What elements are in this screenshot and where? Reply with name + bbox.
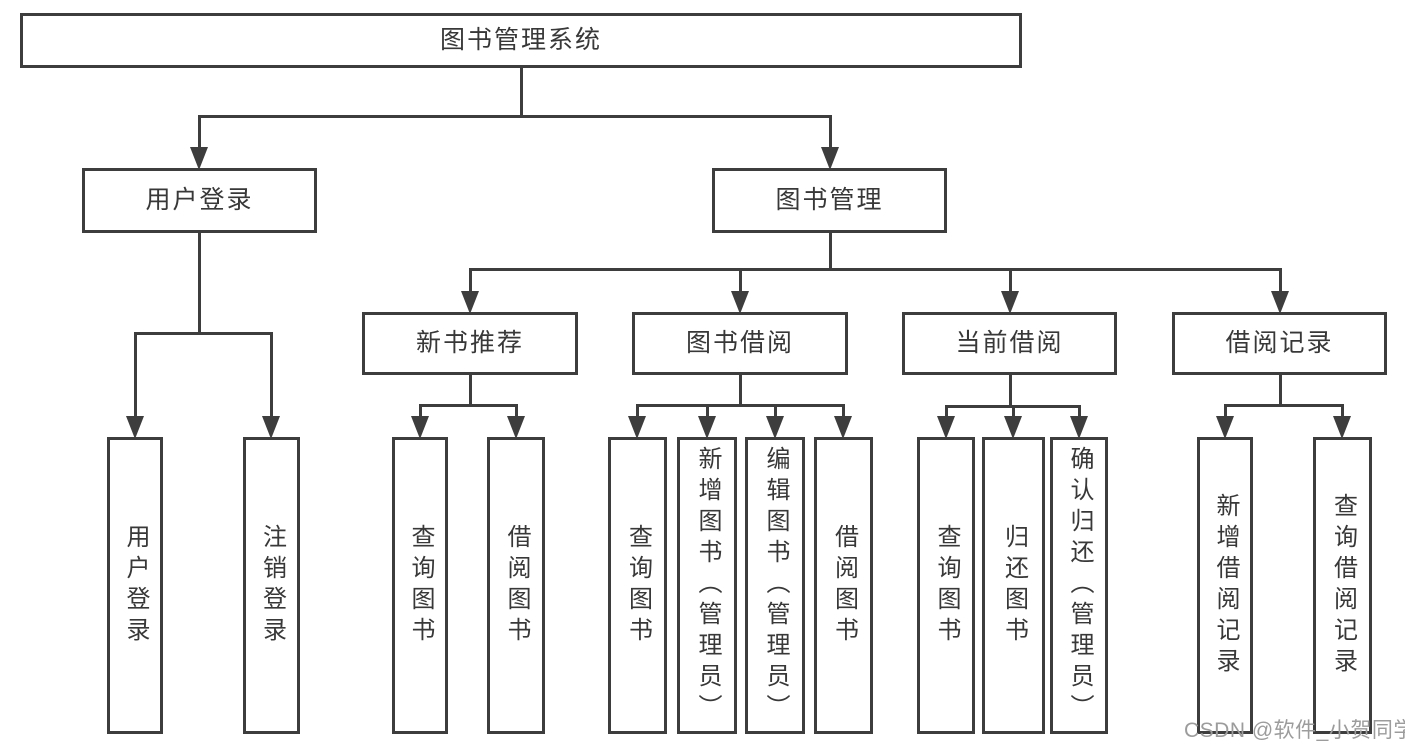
node-label: 借阅图书 — [830, 523, 858, 648]
node-label: 用户登录 — [122, 523, 149, 648]
connector-line — [828, 115, 832, 150]
connector-line — [1223, 404, 1227, 419]
node-user-login-leaf: 用户登录 — [107, 437, 163, 734]
node-new-book-recommend: 新书推荐 — [362, 312, 578, 375]
node-label: 查询图书 — [407, 523, 434, 648]
arrowhead-icon — [766, 416, 784, 439]
node-br-add-record: 新增借阅记录 — [1197, 437, 1253, 734]
connector-line — [269, 332, 273, 419]
arrowhead-icon — [1333, 416, 1351, 439]
connector-line — [197, 115, 201, 150]
connector-line — [705, 404, 709, 419]
connector-line — [133, 332, 137, 419]
connector-line — [133, 332, 273, 335]
arrowhead-icon — [461, 291, 479, 314]
node-label: 归还图书 — [1000, 523, 1028, 648]
arrowhead-icon — [1004, 416, 1022, 439]
node-book-management: 图书管理 — [712, 168, 947, 233]
connector-line — [418, 404, 518, 407]
arrowhead-icon — [937, 416, 955, 439]
node-nbr-query-books: 查询图书 — [392, 437, 448, 734]
node-label: 查询借阅记录 — [1329, 492, 1357, 679]
arrowhead-icon — [628, 416, 646, 439]
node-root: 图书管理系统 — [20, 13, 1022, 68]
node-label: 注销登录 — [258, 523, 286, 648]
node-cb-return-books: 归还图书 — [982, 437, 1045, 734]
connector-line — [1008, 268, 1012, 294]
connector-line — [1077, 405, 1081, 419]
node-cb-confirm-return: 确认归还（管理员） — [1050, 437, 1108, 734]
connector-line — [468, 268, 1282, 271]
connector-line — [1011, 405, 1015, 419]
node-bb-borrow-books: 借阅图书 — [814, 437, 873, 734]
connector-line — [1008, 375, 1012, 408]
node-bb-edit-books: 编辑图书（管理员） — [745, 437, 805, 734]
connector-line — [635, 404, 845, 407]
arrowhead-icon — [731, 291, 749, 314]
connector-line — [514, 404, 518, 419]
connector-line — [828, 233, 832, 271]
arrowhead-icon — [1271, 291, 1289, 314]
connector-line — [773, 404, 777, 419]
node-label: 当前借阅 — [955, 329, 1064, 357]
connector-line — [841, 404, 845, 419]
node-user-login: 用户登录 — [82, 168, 317, 233]
node-bb-add-books: 新增图书（管理员） — [677, 437, 737, 734]
connector-line — [197, 233, 201, 335]
node-label: 新书推荐 — [415, 329, 524, 357]
node-label: 图书管理 — [775, 186, 884, 214]
connector-line — [1340, 404, 1344, 419]
node-label: 新增图书（管理员） — [694, 446, 721, 725]
arrowhead-icon — [1001, 291, 1019, 314]
node-cb-query-books: 查询图书 — [917, 437, 975, 734]
node-label: 图书管理系统 — [439, 26, 602, 54]
arrowhead-icon — [698, 416, 716, 439]
arrowhead-icon — [411, 416, 429, 439]
watermark: CSDN @软件_小贺同学 — [1184, 719, 1405, 742]
node-label: 查询图书 — [933, 523, 960, 648]
node-borrowing-records: 借阅记录 — [1172, 312, 1387, 375]
connector-line — [1278, 268, 1282, 294]
connector-line — [944, 405, 948, 419]
arrowhead-icon — [821, 147, 839, 170]
connector-line — [635, 404, 639, 419]
node-label: 借阅记录 — [1225, 329, 1334, 357]
node-bb-query-books: 查询图书 — [608, 437, 667, 734]
connector-line — [418, 404, 422, 419]
arrowhead-icon — [834, 416, 852, 439]
node-label: 查询图书 — [624, 523, 652, 648]
arrowhead-icon — [507, 416, 525, 439]
node-label: 编辑图书（管理员） — [762, 446, 789, 725]
connector-line — [738, 375, 742, 407]
arrowhead-icon — [262, 416, 280, 439]
node-br-query-record: 查询借阅记录 — [1313, 437, 1372, 734]
connector-line — [468, 375, 472, 407]
connector-line — [468, 268, 472, 294]
node-label: 用户登录 — [145, 186, 254, 214]
node-current-borrowing: 当前借阅 — [902, 312, 1117, 375]
arrowhead-icon — [1070, 416, 1088, 439]
connector-line — [1223, 404, 1344, 407]
node-book-borrowing: 图书借阅 — [632, 312, 848, 375]
node-label: 确认归还（管理员） — [1066, 446, 1093, 725]
node-label: 图书借阅 — [685, 329, 794, 357]
arrowhead-icon — [190, 147, 208, 170]
node-label: 借阅图书 — [503, 523, 530, 648]
arrowhead-icon — [126, 416, 144, 439]
node-logout-leaf: 注销登录 — [243, 437, 300, 734]
node-label: 新增借阅记录 — [1212, 492, 1239, 679]
node-nbr-borrow-books: 借阅图书 — [487, 437, 545, 734]
connector-line — [197, 115, 832, 118]
connector-line — [519, 68, 523, 118]
connector-line — [738, 268, 742, 294]
arrowhead-icon — [1216, 416, 1234, 439]
connector-line — [1278, 375, 1282, 407]
